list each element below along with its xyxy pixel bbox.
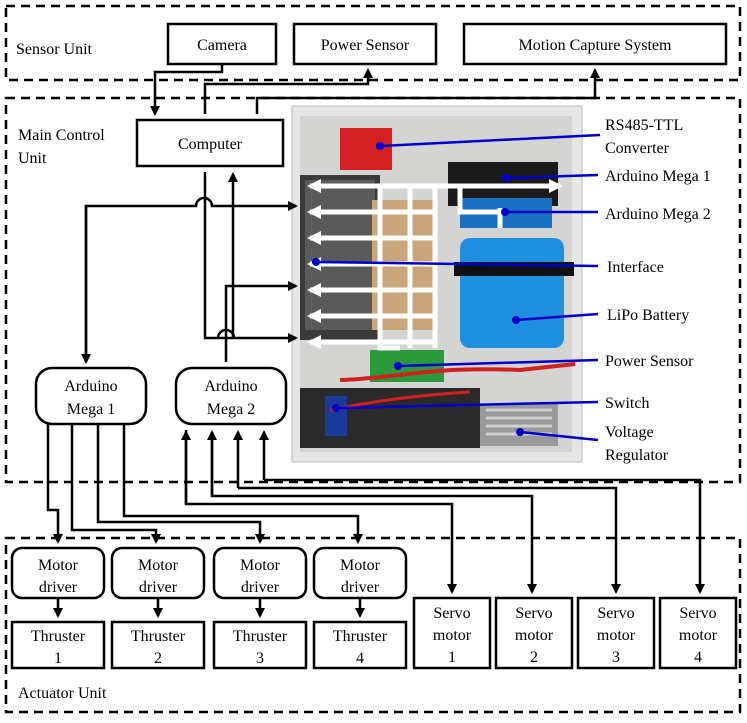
label-switch: Switch [605,395,649,412]
servo-4-line2: motor [679,627,718,644]
arduino-mega-1-node: Arduino Mega 1 [34,366,148,426]
label-interface: Interface [607,259,664,276]
sensor-unit-label: Sensor Unit [16,41,93,58]
motor-driver-4-line2: driver [341,579,380,596]
photo-annotations [312,133,601,442]
label-power-sensor: Power Sensor [605,353,694,370]
motor-driver-2-line2: driver [139,579,178,596]
wire-mocap-computer [255,68,600,114]
servo-4-line1: Servo [679,605,716,622]
servo-3-line2: motor [597,627,636,644]
main-control-unit-label-line1: Main Control [18,127,105,144]
thruster-2-line1: Thruster [131,628,186,645]
wire-mega2-interface [224,281,298,362]
motor-driver-1-line2: driver [39,579,78,596]
label-rs485-line2: Converter [605,140,670,157]
servo-2-line3: 2 [530,649,538,666]
servo-1-line3: 1 [448,649,456,666]
thruster-3: Thruster 3 [212,620,308,670]
control-box-photo [291,105,583,463]
motor-driver-4-line1: Motor [340,557,381,574]
camera-node: Camera [166,22,278,66]
thruster-2: Thruster 2 [110,620,206,670]
thruster-1-line2: 1 [54,650,62,667]
main-control-unit-label-line2: Unit [18,150,47,167]
label-rs485-line1: RS485-TTL [605,117,683,134]
photo-labels: RS485-TTL Converter Arduino Mega 1 Ardui… [605,117,711,464]
battery-pack [460,238,564,348]
servo-motor-3: Servo motor 3 [576,596,656,670]
motor-driver-3-line1: Motor [240,557,281,574]
motor-driver-2-line1: Motor [138,557,179,574]
wire-camera-computer [150,64,224,116]
servo-3-line3: 3 [612,649,620,666]
thruster-1-line1: Thruster [31,628,86,645]
label-regulator-line2: Regulator [605,447,669,464]
wire-mega2-crossing [216,328,236,339]
arduino1-line1: Arduino [64,378,117,395]
label-mega2: Arduino Mega 2 [605,206,711,223]
wire-mega1-driver1 [46,424,63,544]
label-regulator-line1: Voltage [605,424,654,441]
wire-mega1-driver2 [70,424,161,544]
wire-mega2-servo3 [238,486,621,594]
thruster-1: Thruster 1 [10,620,106,670]
actuator-unit-label: Actuator Unit [18,685,107,702]
arduino2-line1: Arduino [204,378,257,395]
power-sensor-label: Power Sensor [321,37,410,54]
arduino1-line2: Mega 1 [67,401,115,418]
servo-motor-4: Servo motor 4 [658,596,738,670]
sensor-unit-box [4,4,742,82]
servo-1-line2: motor [433,627,472,644]
wire-mega1-driver4 [122,424,363,544]
servo-motor-2: Servo motor 2 [494,596,574,670]
wire-mega1-interface [84,196,298,362]
wire-computer-interface [203,172,298,343]
thruster-4-line1: Thruster [333,628,388,645]
motor-driver-3: Motor driver [212,546,308,600]
motor-driver-2: Motor driver [110,546,206,600]
servo-2-line1: Servo [515,605,552,622]
thruster-4-line2: 4 [356,650,364,667]
thruster-2-line2: 2 [154,650,162,667]
servo-motor-1: Servo motor 1 [412,596,492,670]
arduino2-line2: Mega 2 [207,401,255,418]
camera-label: Camera [197,37,247,54]
motor-driver-1-line1: Motor [38,557,79,574]
motor-driver-4: Motor driver [312,546,408,600]
thruster-3-line1: Thruster [233,628,288,645]
switch-part [325,396,347,436]
servo-4-line3: 4 [694,649,702,666]
thruster-4: Thruster 4 [312,620,408,670]
motion-capture-label: Motion Capture System [519,37,672,54]
wire-power-computer [203,68,373,114]
computer-node: Computer [135,118,285,168]
servo-1-line1: Servo [433,605,470,622]
rs485-board [340,128,392,170]
thruster-3-line2: 3 [256,650,264,667]
motion-capture-node: Motion Capture System [462,22,728,66]
power-sensor-node: Power Sensor [292,22,438,66]
wire-mega1-driver3 [96,424,265,544]
arduino-mega-2-node: Arduino Mega 2 [174,366,288,426]
computer-label: Computer [178,136,243,153]
servo-2-line2: motor [515,627,554,644]
actuator-unit-box [4,536,742,714]
motor-driver-3-line2: driver [241,579,280,596]
label-battery: LiPo Battery [607,307,689,324]
servo-3-line1: Servo [597,605,634,622]
motor-driver-1: Motor driver [10,546,106,600]
wire-mega2-servo4 [264,478,705,594]
label-mega1: Arduino Mega 1 [605,168,711,185]
